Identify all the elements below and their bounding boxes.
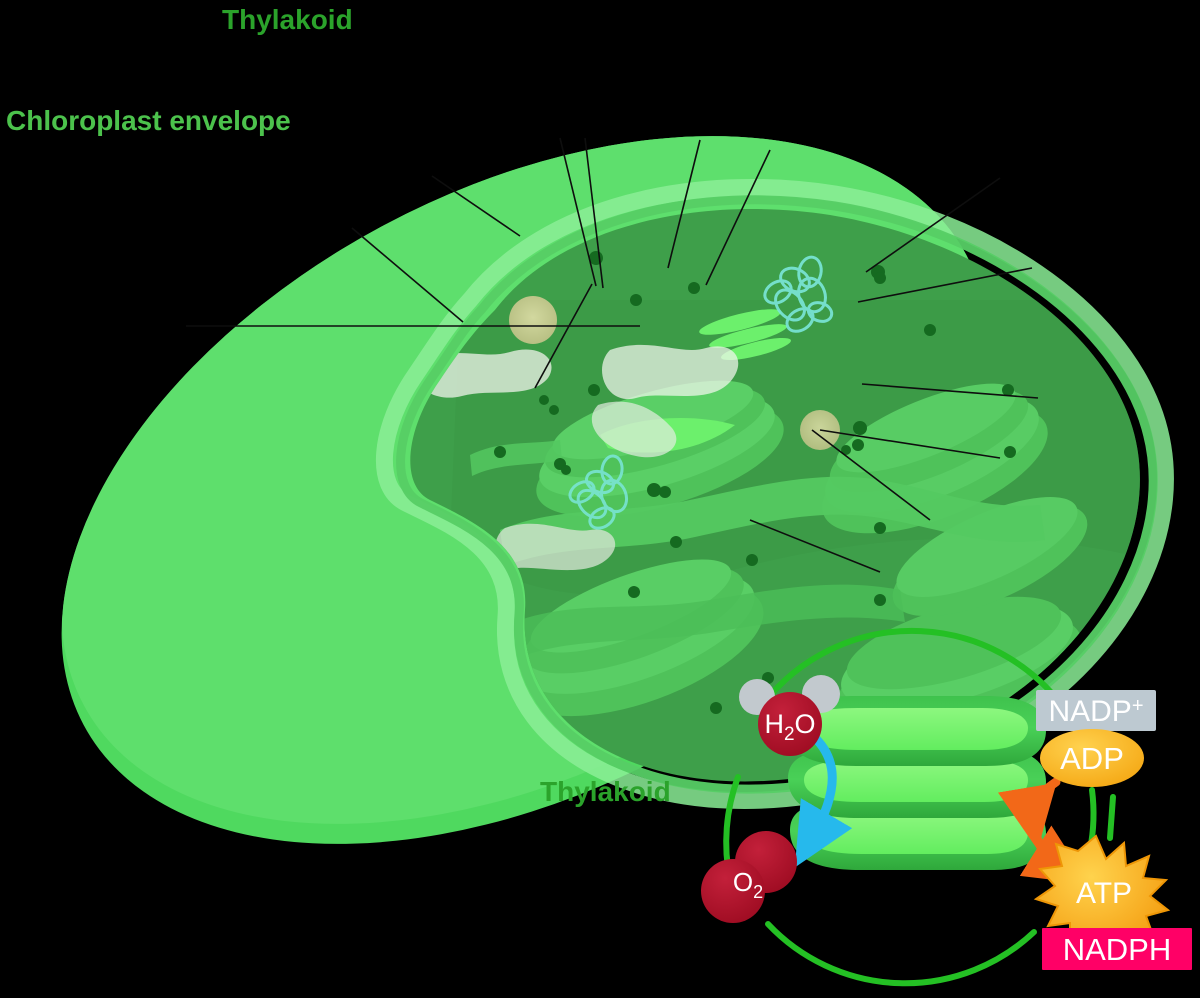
adp-label: ADP [1060,741,1124,776]
label-thylakoid-top: Thylakoid [222,4,353,35]
nadp-to-nadph-connector [1107,794,1116,841]
thylakoid-lamella-slivers [699,309,791,361]
label-chloroplast-envelope: Chloroplast envelope [6,105,291,136]
thylakoid-disc-stack [786,696,1046,870]
o2-label: O2 [733,867,763,902]
leader-lines [186,137,1039,573]
inset-circle-outline [723,627,1097,987]
plastoglobule [509,296,557,344]
stroma-lamellae [470,440,1045,655]
oxygen-atom-icon [758,692,822,756]
adp-to-atp-arrow [997,777,1061,850]
atp-badge: ATP [1033,834,1171,960]
thylakoid-disc [786,696,1046,766]
nadph-badge: NADPH [1042,928,1192,970]
nadp-plus-badge: NADP+ [1036,690,1156,731]
adp-badge: ADP [1040,729,1144,787]
inset-arc-top [761,627,1073,720]
o2-molecule: O2 [701,831,797,923]
label-thylakoid-inset: Thylakoid [540,776,671,807]
h2o-label: H2O [764,709,815,745]
nadp-plus-label: NADP+ [1048,695,1143,728]
chloroplast-dna [568,454,629,530]
inset-arc-bottom [765,921,1037,987]
h2o-molecule: H2O [739,675,840,756]
oxygen-atom-icon [701,859,765,923]
adp-to-atp-arrow [1019,817,1089,885]
chloroplast-interior-contents [415,251,1140,732]
nadph-label: NADPH [1063,932,1172,967]
water-split-arrow [794,730,853,868]
chloroplast-dna [763,255,834,333]
atp-label: ATP [1076,877,1132,910]
